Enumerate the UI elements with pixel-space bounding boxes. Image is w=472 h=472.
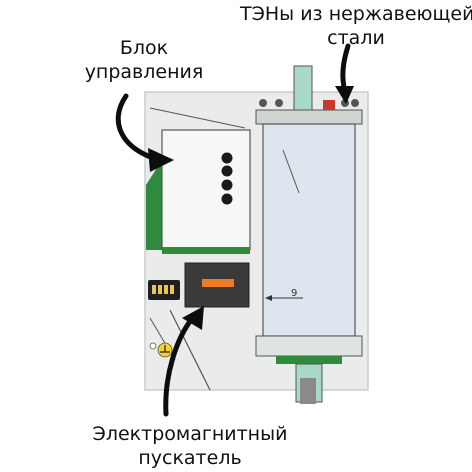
terminal-contact bbox=[158, 285, 162, 294]
label-electromagnetic-contactor: Электромагнитный пускатель bbox=[70, 422, 310, 470]
housing-diagonal-line bbox=[149, 107, 246, 129]
tank-marker-label: 9 bbox=[291, 288, 297, 299]
terminal-contact bbox=[164, 285, 168, 294]
label-stainless-heaters: ТЭНы из нержавеющей стали bbox=[240, 2, 472, 50]
arrow-to-contactor-head bbox=[182, 306, 204, 330]
heater-terminal bbox=[275, 99, 283, 107]
control-indicator-light bbox=[221, 193, 233, 205]
arrow-to-control-box-head bbox=[148, 148, 174, 172]
heater-bottom-flange bbox=[255, 335, 363, 357]
control-box-green-side bbox=[146, 160, 162, 250]
housing-diagonal-line bbox=[169, 309, 211, 391]
heater-terminal bbox=[351, 99, 359, 107]
arrow-to-contactor bbox=[163, 313, 197, 417]
control-box-green-base bbox=[162, 247, 250, 254]
control-indicator-light bbox=[221, 165, 233, 177]
label-contactor-line1: Электромагнитный bbox=[92, 423, 288, 445]
control-indicator-light bbox=[221, 179, 233, 191]
heater-top-pipe bbox=[293, 65, 313, 113]
label-stainless-heaters-line2: стали bbox=[327, 27, 385, 49]
terminal-contact bbox=[170, 285, 174, 294]
heater-tank bbox=[262, 123, 356, 337]
label-control-unit-line2: управления bbox=[84, 61, 204, 83]
contactor-indicator bbox=[202, 279, 234, 287]
control-box bbox=[161, 129, 251, 251]
tank-pointer-line bbox=[282, 149, 300, 194]
label-control-unit-line1: Блок bbox=[119, 37, 169, 59]
label-control-unit: Блок управления bbox=[64, 36, 224, 84]
ground-terminal bbox=[149, 342, 157, 350]
control-indicator-light bbox=[221, 152, 233, 164]
heater-terminal bbox=[259, 99, 267, 107]
heater-element-cap bbox=[323, 100, 335, 110]
tank-marker-arrowhead bbox=[265, 295, 272, 301]
heater-bottom-pipe-shaft bbox=[300, 378, 316, 404]
arrow-to-heaters-head bbox=[335, 86, 354, 104]
arrow-to-heaters bbox=[340, 43, 351, 95]
label-contactor-line2: пускатель bbox=[138, 447, 242, 469]
label-stainless-heaters-line1: ТЭНы из нержавеющей bbox=[240, 3, 472, 25]
terminal-contact bbox=[152, 285, 156, 294]
heater-bottom-green-band bbox=[276, 356, 342, 364]
heater-flange bbox=[255, 109, 363, 125]
